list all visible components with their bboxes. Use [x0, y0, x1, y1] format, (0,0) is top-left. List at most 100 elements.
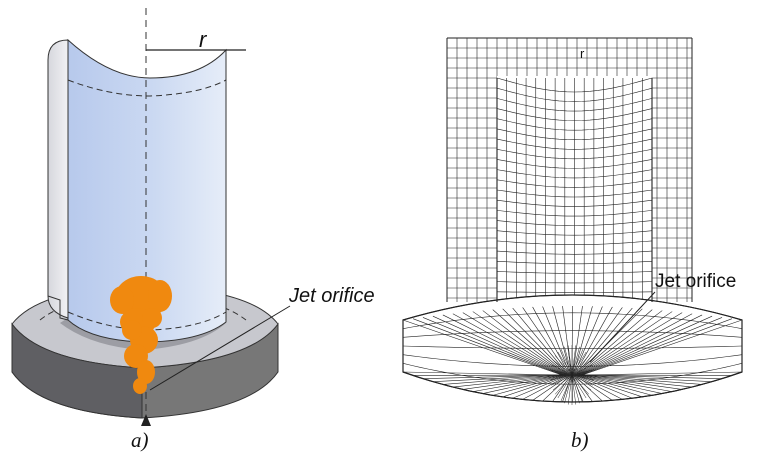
mesh-line	[496, 179, 653, 188]
mesh-line	[462, 374, 566, 390]
mesh-line	[571, 351, 587, 376]
orifice-leader-a	[149, 305, 291, 391]
mesh-line	[542, 306, 571, 376]
mesh-line	[554, 355, 573, 376]
mesh-line	[571, 374, 584, 402]
mesh-line	[573, 374, 603, 402]
mesh-line	[571, 345, 577, 376]
mesh-line	[557, 374, 573, 399]
mesh-line	[573, 306, 603, 376]
mesh-line	[551, 374, 573, 386]
mesh-line	[402, 371, 562, 376]
base-front-dark	[11, 322, 143, 419]
mesh-line	[580, 317, 723, 376]
mesh-line	[482, 310, 567, 376]
mesh-line	[580, 315, 713, 376]
mesh-line	[442, 374, 565, 385]
mesh-line	[571, 374, 590, 395]
mesh-line	[562, 306, 572, 376]
mesh-line	[564, 346, 573, 376]
jet-plume	[110, 276, 172, 394]
mesh-line	[577, 374, 663, 394]
mesh-line	[571, 348, 584, 376]
mesh-line	[496, 148, 653, 160]
mesh-line	[462, 312, 566, 376]
base-outline	[402, 294, 743, 403]
mesh-line	[578, 312, 683, 376]
mesh-line	[574, 306, 613, 376]
mesh-line	[542, 374, 571, 402]
mesh-line	[582, 319, 743, 376]
mesh-line	[512, 307, 569, 376]
mesh-line	[552, 374, 572, 402]
mesh-line	[496, 199, 653, 207]
mesh-line	[571, 374, 594, 381]
liquid-column	[67, 38, 227, 343]
cylinder	[47, 38, 227, 343]
mesh-line	[577, 311, 673, 376]
mesh-line	[512, 374, 569, 399]
outer-wall	[47, 39, 69, 319]
mesh-line	[571, 374, 593, 386]
mesh-line	[452, 313, 565, 376]
mesh-line	[496, 230, 653, 236]
mesh-line	[496, 169, 653, 179]
mesh-line	[572, 306, 583, 376]
mesh-line	[579, 374, 703, 385]
mesh-line	[482, 374, 567, 394]
mesh-line	[472, 374, 567, 392]
mesh-line	[564, 374, 573, 404]
mesh-line	[496, 240, 653, 246]
mesh-line	[571, 346, 580, 376]
mesh-line	[442, 314, 565, 376]
mesh-line	[452, 374, 565, 388]
mesh-line	[571, 374, 577, 405]
mesh-line	[496, 210, 653, 217]
mesh-line	[496, 108, 653, 121]
orifice-label-a: Jet orifice	[289, 285, 375, 307]
mesh-line	[402, 319, 562, 376]
mesh-line	[472, 311, 567, 376]
mesh-line	[496, 189, 653, 198]
mesh-line	[496, 87, 653, 102]
mesh-line	[576, 309, 653, 376]
mesh-line	[496, 260, 653, 265]
mesh-line	[550, 369, 573, 376]
mesh-line	[492, 374, 568, 396]
mesh-line	[579, 314, 703, 376]
mesh-line	[432, 315, 564, 376]
mesh-line	[492, 309, 568, 376]
mesh-line	[579, 374, 693, 388]
mesh-line	[522, 374, 570, 400]
mesh-line	[571, 374, 592, 391]
caption-a: a)	[131, 428, 149, 452]
mesh-line	[496, 128, 653, 141]
mesh-line	[550, 374, 573, 381]
mesh-line	[575, 307, 633, 376]
mesh-line	[496, 250, 653, 255]
orifice-leader-b	[589, 291, 656, 363]
mesh-line	[567, 374, 573, 405]
caption-b: b)	[571, 428, 589, 452]
mesh-line	[571, 374, 580, 404]
mesh-line	[574, 374, 623, 400]
mesh-line	[496, 77, 653, 93]
mesh-line	[577, 374, 673, 392]
mesh-line	[552, 359, 573, 376]
mesh-line	[422, 317, 564, 376]
mesh-line	[571, 359, 592, 376]
mesh-line	[432, 374, 564, 382]
mesh-line	[496, 220, 653, 226]
mesh-line	[502, 308, 569, 376]
mesh-line	[554, 374, 573, 395]
mesh-line	[571, 355, 590, 376]
mesh-line	[567, 345, 573, 376]
mesh-line	[422, 374, 564, 379]
mesh-line	[402, 354, 743, 367]
mesh-line	[532, 306, 570, 376]
mesh-line	[574, 307, 623, 376]
mesh-line	[572, 306, 593, 376]
mesh-line	[560, 374, 573, 402]
